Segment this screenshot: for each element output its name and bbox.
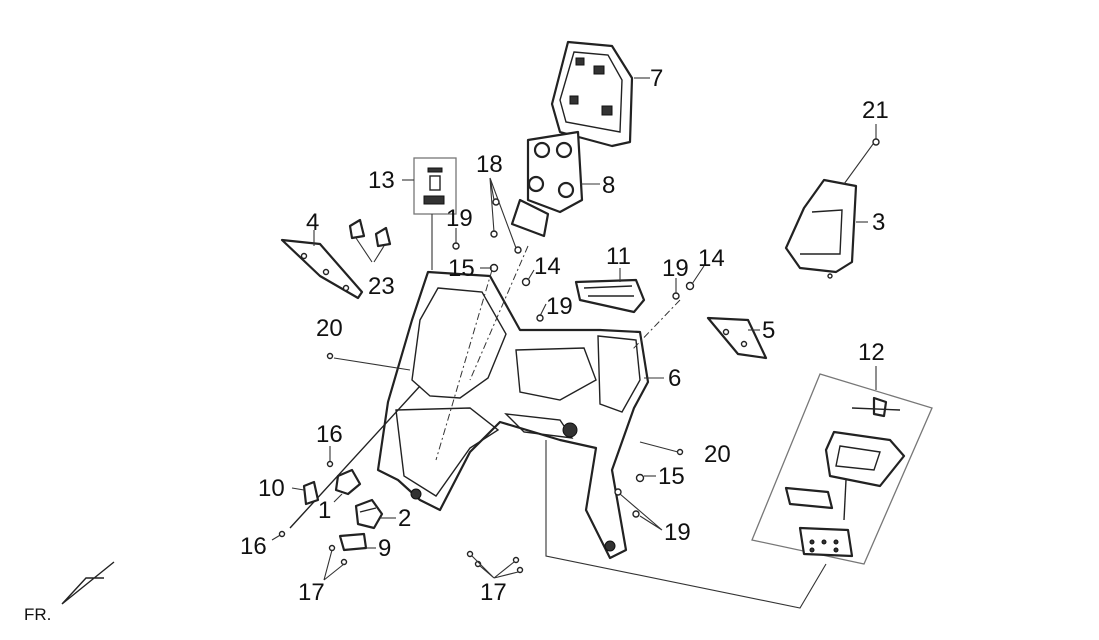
callout-3: 3: [872, 209, 885, 236]
part-23-clips: [348, 218, 392, 248]
orientation-arrow: [61, 561, 115, 605]
callout-16a: 16: [316, 421, 343, 448]
callout-8: 8: [602, 172, 615, 199]
callout-16b: 16: [240, 533, 267, 560]
orientation-label: FR.: [24, 605, 51, 624]
callout-15a: 15: [448, 255, 475, 282]
callout-13: 13: [368, 167, 395, 194]
part-11-grille: [574, 278, 646, 314]
fasteners-upper: [326, 198, 695, 456]
callout-14b: 14: [698, 245, 725, 272]
callout-19d: 19: [664, 519, 691, 546]
part-3-cover: [784, 178, 858, 279]
callout-5: 5: [762, 317, 775, 344]
callout-17b: 17: [480, 579, 507, 606]
part-1-knob: [334, 468, 362, 496]
callout-21: 21: [862, 97, 889, 124]
callout-19a: 19: [446, 205, 473, 232]
callout-12: 12: [858, 339, 885, 366]
callout-1: 1: [318, 497, 331, 524]
callout-4: 4: [306, 209, 319, 236]
callout-20a: 20: [316, 315, 343, 342]
callout-23: 23: [368, 273, 395, 300]
part-13-clip-assembly: [413, 157, 457, 215]
part-6-main-body: [376, 270, 650, 560]
callout-7: 7: [650, 65, 663, 92]
callout-10: 10: [258, 475, 285, 502]
part-7-upper-cover: [550, 40, 634, 148]
callout-11: 11: [606, 243, 631, 270]
part-4-side-plate: [280, 238, 364, 300]
part-8-bracket: [510, 130, 584, 238]
callout-17a: 17: [298, 579, 325, 606]
callout-19b: 19: [546, 293, 573, 320]
part-12-plate-bracket-assembly: [751, 373, 933, 565]
part-2-lock-cylinder: [354, 498, 384, 530]
callout-14a: 14: [534, 253, 561, 280]
fasteners-17: [466, 550, 524, 574]
callout-9: 9: [378, 535, 391, 562]
part-10-cable: [289, 385, 421, 529]
callout-2: 2: [398, 505, 411, 532]
callout-20b: 20: [704, 441, 731, 468]
part-9-bracket: [338, 532, 368, 552]
callout-19c: 19: [662, 255, 689, 282]
callout-6: 6: [668, 365, 681, 392]
callout-15b: 15: [658, 463, 685, 490]
part-5-side-plate: [706, 316, 768, 360]
callout-18: 18: [476, 151, 503, 178]
